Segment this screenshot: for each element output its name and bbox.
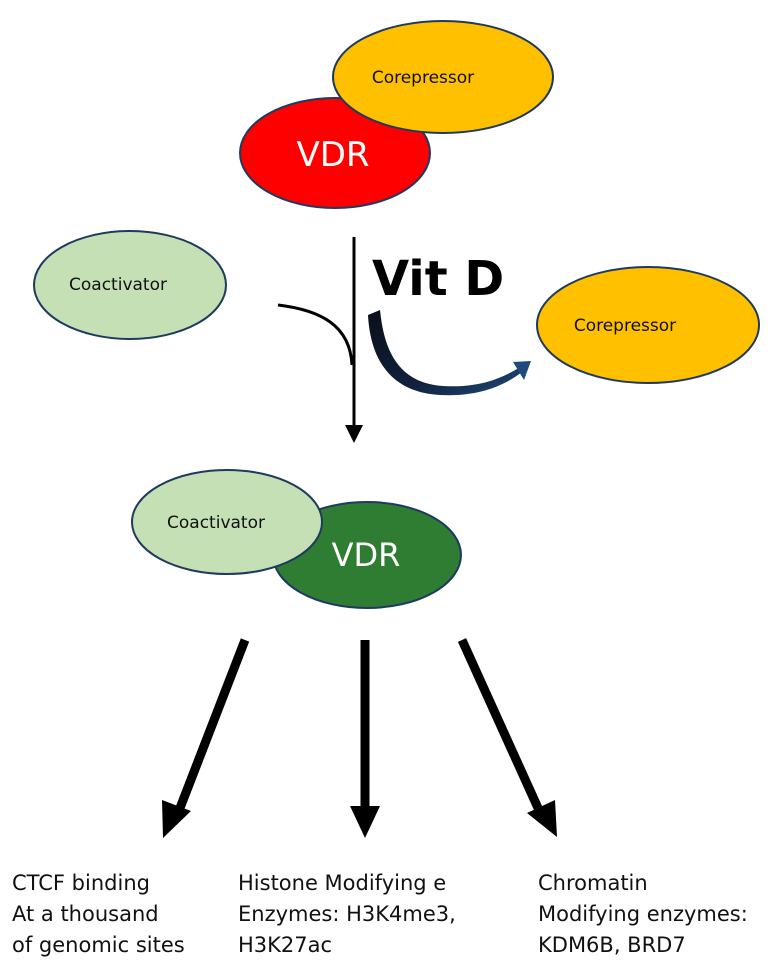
outcome-arrow-right-head <box>527 800 557 837</box>
outcome-histone-text: Histone Modifying e Enzymes: H3K4me3, H3… <box>238 871 456 957</box>
coactivator-join-curve <box>277 303 354 366</box>
corepressor-release-curve <box>368 310 522 396</box>
top-vdr-label: VDR <box>296 135 369 175</box>
outcome-arrow-left-shaft <box>175 638 250 810</box>
top-corepressor-ellipse <box>332 20 554 134</box>
corepressor-release-arrowhead <box>513 361 531 380</box>
free-coactivator-ellipse <box>33 230 227 340</box>
outcome-ctcf-text: CTCF binding At a thousand of genomic si… <box>12 871 185 957</box>
top-vdr-ellipse <box>239 97 431 209</box>
outcome-arrow-right-shaft <box>457 638 543 810</box>
free-coactivator-label: Coactivator <box>69 275 167 295</box>
outcome-chromatin-text: Chromatin Modifying enzymes: KDM6B, BRD7 <box>538 871 748 957</box>
bottom-coactivator-ellipse <box>131 469 323 575</box>
outcome-arrow-middle-head <box>350 806 380 838</box>
vitd-label: Vit D <box>372 251 504 307</box>
free-corepressor-label: Corepressor <box>574 316 676 336</box>
top-corepressor-label: Corepressor <box>372 68 474 88</box>
free-corepressor-ellipse <box>536 266 760 384</box>
bottom-vdr-label: VDR <box>332 536 401 574</box>
bottom-coactivator-label: Coactivator <box>167 513 265 533</box>
main-arrow-head <box>345 425 363 443</box>
outcome-arrow-left-head <box>162 800 191 838</box>
